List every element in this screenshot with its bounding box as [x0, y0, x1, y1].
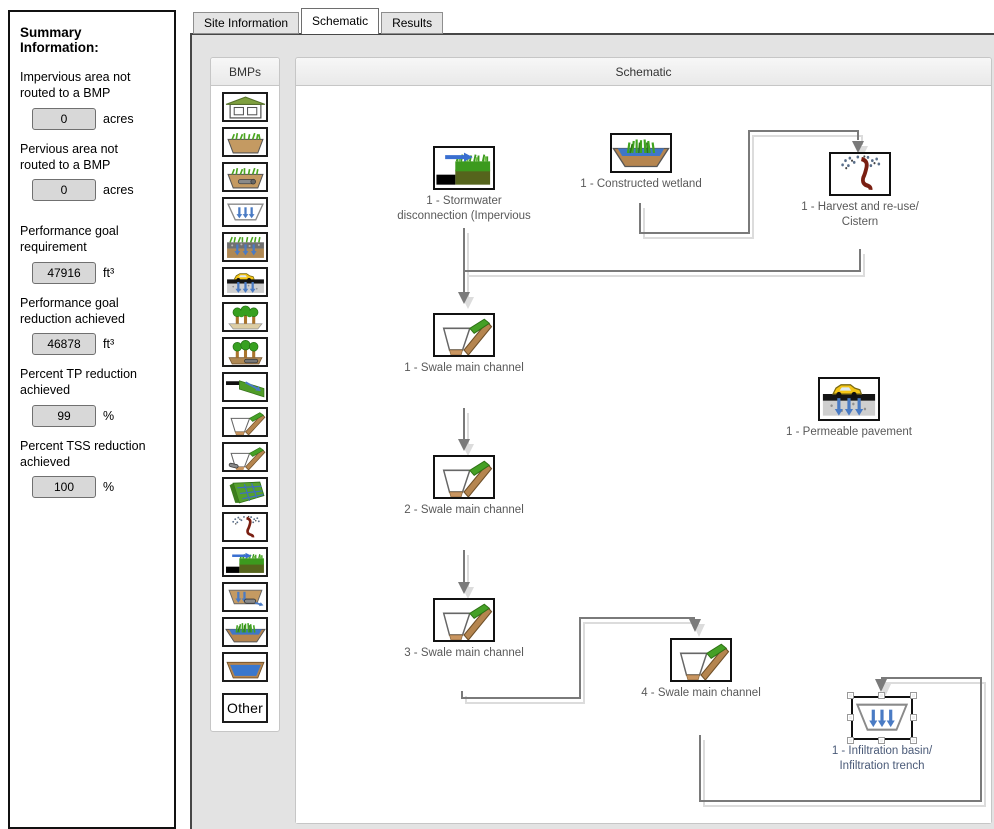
permeable-pavement-section-icon — [225, 235, 266, 260]
schematic-tab-page: BMPs Other — [190, 33, 994, 829]
cistern-icon — [225, 515, 266, 540]
swale-icon — [225, 410, 266, 435]
selection-handle[interactable] — [910, 692, 917, 699]
bmp-palette-item-bioretention-underdrain[interactable] — [222, 162, 268, 192]
summary-title: Summary Information: — [20, 25, 99, 55]
bmp-palette-item-harvest-cistern[interactable] — [222, 512, 268, 542]
bmp-palette-item-wet-pond[interactable] — [222, 652, 268, 682]
bmp-palette-item-swale[interactable] — [222, 407, 268, 437]
selection-handle[interactable] — [847, 714, 854, 721]
bmp-palette-item-swale-underdrain[interactable] — [222, 442, 268, 472]
node-permeable-pavement[interactable]: 1 - Permeable pavement — [769, 377, 929, 440]
summary-field-goal-reduction: Performance goal reduction achieved ft³ — [20, 295, 164, 355]
permeable-pavement-icon — [818, 377, 880, 421]
bmp-palette-item-constructed-wetland[interactable] — [222, 617, 268, 647]
bmp-palette-item-other[interactable]: Other — [222, 693, 268, 723]
bmp-palette: BMPs Other — [210, 57, 280, 732]
tp-reduction-input — [32, 404, 96, 427]
node-swale-1[interactable]: 1 - Swale main channel — [384, 313, 544, 376]
tab-strip: Site Information Schematic Results — [193, 8, 445, 34]
bmp-palette-item-downspout-disconnection[interactable] — [222, 372, 268, 402]
green-roof-icon — [225, 95, 266, 120]
permeable-pavement-icon — [225, 270, 266, 295]
node-infiltration-basin[interactable]: 1 - Infiltration basin/ Infiltration tre… — [802, 692, 962, 774]
summary-field-impervious-area: Impervious area not routed to a BMP acre… — [20, 69, 164, 130]
schematic-header: Schematic — [296, 58, 991, 86]
impervious-disconnection-icon — [225, 550, 266, 575]
swale-underdrain-icon — [225, 445, 266, 470]
bmp-palette-item-tree-planter-underdrain[interactable] — [222, 337, 268, 367]
selection-handle[interactable] — [847, 737, 854, 744]
downspout-disconnection-icon — [225, 375, 266, 400]
selection-handle[interactable] — [878, 692, 885, 699]
bmp-palette-item-permeable-pavement[interactable] — [222, 267, 268, 297]
tab-schematic[interactable]: Schematic — [301, 8, 380, 34]
tss-reduction-input — [32, 476, 96, 498]
node-swale-4[interactable]: 4 - Swale main channel — [621, 638, 781, 701]
tab-results[interactable]: Results — [381, 12, 444, 34]
schematic-canvas[interactable]: 1 - Stormwater disconnection (Impervious… — [296, 86, 991, 823]
selection-handle[interactable] — [847, 692, 854, 699]
wet-pond-icon — [225, 655, 266, 680]
bmp-palette-item-tree-planter[interactable] — [222, 302, 268, 332]
swale-icon — [433, 598, 495, 642]
bmp-palette-header: BMPs — [211, 58, 279, 86]
infiltration-trench-icon — [225, 585, 266, 610]
bmp-palette-item-green-roof[interactable] — [222, 92, 268, 122]
bmp-palette-item-gravel-wetland[interactable] — [222, 477, 268, 507]
selection-handle[interactable] — [910, 714, 917, 721]
summary-panel: Summary Information: Impervious area not… — [8, 10, 176, 829]
bmp-palette-item-bioretention-basin[interactable] — [222, 127, 268, 157]
bioretention-underdrain-icon — [225, 165, 266, 190]
impervious-disconnection-icon — [433, 146, 495, 190]
infiltration-basin-icon — [225, 200, 266, 225]
cistern-icon — [829, 152, 891, 196]
infiltration-basin-icon — [847, 692, 917, 744]
bioretention-basin-icon — [225, 130, 266, 155]
summary-field-goal-requirement: Performance goal requirement ft³ — [20, 223, 164, 284]
tree-planter-icon — [225, 305, 266, 330]
bmp-palette-item-infiltration-basin[interactable] — [222, 197, 268, 227]
node-swale-3[interactable]: 3 - Swale main channel — [384, 598, 544, 661]
constructed-wetland-icon — [225, 620, 266, 645]
summary-field-tp-reduction: Percent TP reduction achieved % — [20, 366, 164, 427]
gravel-wetland-icon — [225, 480, 266, 505]
goal-reduction-input — [32, 333, 96, 355]
schematic-panel: Schematic — [295, 57, 992, 824]
bmp-palette-item-infiltration-trench[interactable] — [222, 582, 268, 612]
swale-icon — [433, 313, 495, 357]
node-stormwater-disconnection[interactable]: 1 - Stormwater disconnection (Impervious — [384, 146, 544, 224]
summary-field-tss-reduction: Percent TSS reduction achieved % — [20, 438, 164, 498]
impervious-area-input — [32, 107, 96, 130]
bmp-palette-item-permeable-section[interactable] — [222, 232, 268, 262]
bmp-palette-list: Other — [211, 86, 279, 728]
constructed-wetland-icon — [610, 133, 672, 173]
summary-field-pervious-area: Pervious area not routed to a BMP acres — [20, 141, 164, 201]
flow-connectors — [458, 130, 986, 807]
pervious-area-input — [32, 179, 96, 201]
selection-handle[interactable] — [878, 737, 885, 744]
swale-icon — [433, 455, 495, 499]
tree-planter-underdrain-icon — [225, 340, 266, 365]
node-harvest-cistern[interactable]: 1 - Harvest and re-use/ Cistern — [780, 152, 940, 230]
goal-requirement-input — [32, 261, 96, 284]
bmp-palette-item-impervious-disconnection[interactable] — [222, 547, 268, 577]
swale-icon — [670, 638, 732, 682]
node-swale-2[interactable]: 2 - Swale main channel — [384, 455, 544, 518]
tab-site-information[interactable]: Site Information — [193, 12, 300, 34]
node-constructed-wetland[interactable]: 1 - Constructed wetland — [561, 133, 721, 192]
selection-handle[interactable] — [910, 737, 917, 744]
